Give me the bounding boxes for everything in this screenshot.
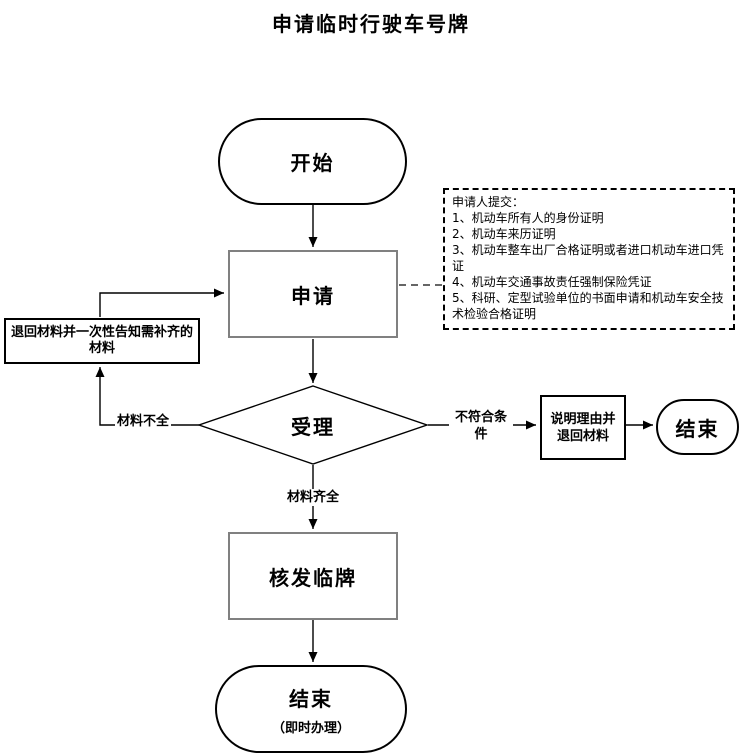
end-right-label: 结束 <box>675 416 720 441</box>
edge-return-to-apply <box>99 288 224 317</box>
issue-plate-label: 核发临牌 <box>269 565 357 590</box>
note-line: 5、科研、定型试验单位的书面申请和机动车安全技术检验合格证明 <box>452 291 724 321</box>
note-line: 3、机动车整车出厂合格证明或者进口机动车进口凭证 <box>452 243 724 273</box>
start-node: 开始 <box>218 118 407 205</box>
issue-plate-node: 核发临牌 <box>228 532 398 620</box>
edge-label-not-qualified: 不符合条件 <box>449 409 513 443</box>
explain-return-label: 说明理由并退回材料 <box>550 411 616 444</box>
edge-label-incomplete-materials: 材料不全 <box>115 413 172 430</box>
apply-node-label: 申请 <box>291 283 335 308</box>
note-line: 2、机动车来历证明 <box>452 227 556 241</box>
edge-label-complete-materials: 材料齐全 <box>285 489 342 506</box>
accept-diamond <box>196 385 430 465</box>
end-bottom-sublabel: （即时办理） <box>271 720 350 736</box>
return-materials-node: 退回材料并一次性告知需补齐的材料 <box>4 318 200 364</box>
explain-return-node: 说明理由并退回材料 <box>540 395 626 460</box>
end-right-node: 结束 <box>656 399 739 455</box>
page-title: 申请临时行驶车号牌 <box>272 12 470 36</box>
start-node-label: 开始 <box>290 151 335 175</box>
return-materials-label: 退回材料并一次性告知需补齐的材料 <box>10 325 193 356</box>
apply-node: 申请 <box>228 250 398 338</box>
end-bottom-label: 结束 <box>289 686 333 711</box>
accept-node-label: 受理 <box>291 415 335 439</box>
note-line: 申请人提交： <box>452 195 525 209</box>
applicant-note-box: 申请人提交： 1、机动车所有人的身份证明 2、机动车来历证明 3、机动车整车出厂… <box>443 188 735 330</box>
note-line: 1、机动车所有人的身份证明 <box>452 211 604 225</box>
note-line: 4、机动车交通事故责任强制保险凭证 <box>452 275 652 289</box>
end-bottom-node: 结束 （即时办理） <box>215 665 407 753</box>
